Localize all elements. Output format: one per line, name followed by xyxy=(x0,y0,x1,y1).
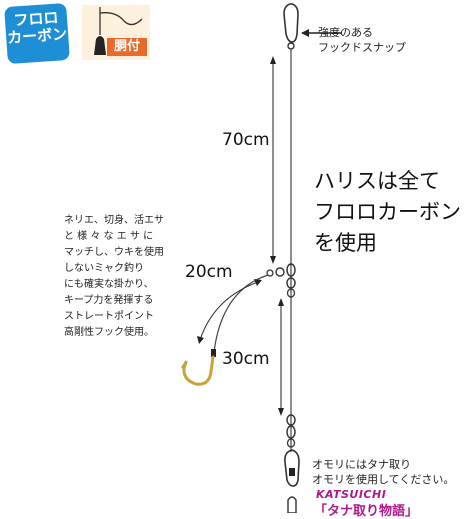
sinker-note-line2: オモリを使用してください。 xyxy=(312,473,455,486)
branch-length-label: 20cm xyxy=(185,262,233,282)
brand-logo: KATSUICHI xyxy=(316,488,387,501)
hook-desc-line: しないミャク釣り xyxy=(64,263,144,274)
hook-desc-line: と 様 々 な エ サ に xyxy=(64,231,154,242)
series-title: 「タナ取り物語」 xyxy=(314,504,419,519)
lower-swivel xyxy=(286,414,296,448)
snap-icon xyxy=(283,3,299,50)
leader-note-line1: ハリスは全て xyxy=(314,169,440,193)
sinker-note-line1: オモリにはタナ取り xyxy=(312,458,411,471)
weight-type-label: 胴付 xyxy=(107,38,147,56)
lower-length-label: 30cm xyxy=(222,349,270,369)
hook-description: ネリエ、切身、活エサ と 様 々 な エ サ に マッチし、ウキを使用 しないミ… xyxy=(64,213,176,341)
hook-desc-line: ネリエ、切身、活エサ xyxy=(64,215,164,226)
snap-label-line2: フックドスナップ xyxy=(318,41,406,54)
leader-note-line2: フロロカーボン xyxy=(314,200,461,224)
branch-line xyxy=(213,274,269,353)
sinker-note: オモリにはタナ取り オモリを使用してください。 xyxy=(312,457,454,487)
dim-20-line xyxy=(199,281,259,341)
hook-desc-line: 高剛性フック使用。 xyxy=(64,327,154,338)
main-length-label: 70cm xyxy=(222,130,270,150)
snap-label: 強度のある フックドスナップ xyxy=(318,25,406,55)
sinker-icon xyxy=(94,7,143,55)
hook-desc-line: にも確実な掛かり、 xyxy=(64,279,154,290)
branch-swivel xyxy=(266,263,296,298)
leader-material-note: ハリスは全て フロロカーボン を使用 xyxy=(314,166,461,259)
hook-desc-line: ストレートポイント xyxy=(64,311,154,322)
hook-desc-line: キープ力を発揮する xyxy=(64,295,154,306)
sinker-stub xyxy=(287,496,297,513)
hook-icon xyxy=(180,349,216,386)
snap-label-line1: 強度のある xyxy=(318,26,373,39)
hook-desc-line: マッチし、ウキを使用 xyxy=(64,247,164,258)
lower-snap-icon xyxy=(284,449,300,487)
leader-note-line3: を使用 xyxy=(314,231,377,255)
